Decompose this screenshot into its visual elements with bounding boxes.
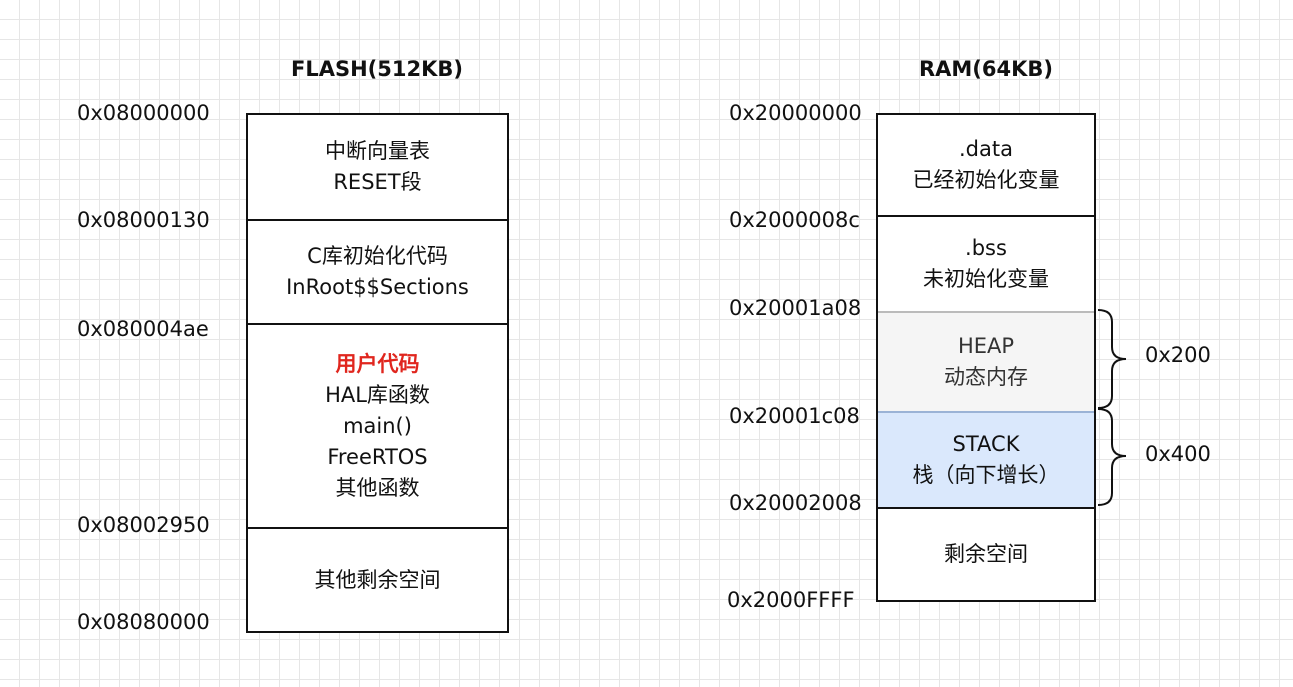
block-label: STACK xyxy=(952,432,1020,456)
block-label: 其他剩余空间 xyxy=(314,567,441,592)
block-label: InRoot$$Sections xyxy=(286,275,469,299)
flash-memory-map: 中断向量表 RESET段 C库初始化代码 InRoot$$Sections 用户… xyxy=(246,113,509,633)
heap-size-label: 0x200 xyxy=(1145,343,1211,367)
block-label: 栈（向下增长） xyxy=(912,463,1060,487)
ram-address-label: 0x2000008c xyxy=(729,208,860,232)
ram-title: RAM(64KB) xyxy=(918,57,1054,81)
ram-address-label: 0x20001a08 xyxy=(729,296,862,320)
block-label: 未初始化变量 xyxy=(923,267,1049,291)
block-label: .bss xyxy=(965,236,1007,260)
ram-address-label: 0x20000000 xyxy=(729,101,862,125)
ram-address-label: 0x2000FFFF xyxy=(727,588,855,612)
block-label: .data xyxy=(959,137,1013,161)
block-label: HAL库函数 xyxy=(325,382,430,407)
block-label: main() xyxy=(343,413,412,438)
ram-data-block: .data 已经初始化变量 xyxy=(878,115,1094,215)
block-label: RESET段 xyxy=(333,170,422,194)
block-label: 动态内存 xyxy=(944,365,1028,389)
heap-size-brace xyxy=(1097,309,1127,409)
ram-free-space-block: 剩余空间 xyxy=(878,507,1094,600)
flash-address-label: 0x08080000 xyxy=(77,610,210,634)
user-code-highlight: 用户代码 xyxy=(335,351,420,376)
flash-address-label: 0x08000130 xyxy=(77,208,210,232)
flash-address-label: 0x08002950 xyxy=(77,513,210,537)
block-label: 其他函数 xyxy=(335,475,420,500)
flash-c-lib-init-block: C库初始化代码 InRoot$$Sections xyxy=(248,219,507,323)
flash-user-code-block: 用户代码 HAL库函数 main() FreeRTOS 其他函数 xyxy=(248,323,507,527)
flash-vector-table-block: 中断向量表 RESET段 xyxy=(248,115,507,219)
ram-memory-map: .data 已经初始化变量 .bss 未初始化变量 HEAP 动态内存 STAC… xyxy=(876,113,1096,602)
flash-address-label: 0x08000000 xyxy=(77,101,210,125)
stack-size-label: 0x400 xyxy=(1145,442,1211,466)
block-label: HEAP xyxy=(957,334,1015,358)
ram-bss-block: .bss 未初始化变量 xyxy=(878,215,1094,311)
ram-address-label: 0x20001c08 xyxy=(729,404,860,428)
block-label: 剩余空间 xyxy=(944,542,1028,566)
block-label: 已经初始化变量 xyxy=(912,168,1060,192)
block-label: FreeRTOS xyxy=(327,444,428,469)
flash-title: FLASH(512KB) xyxy=(291,57,463,81)
flash-free-space-block: 其他剩余空间 xyxy=(248,527,507,631)
ram-heap-block: HEAP 动态内存 xyxy=(878,311,1094,411)
block-label: C库初始化代码 xyxy=(307,244,448,268)
flash-address-label: 0x080004ae xyxy=(77,317,209,341)
ram-stack-block: STACK 栈（向下增长） xyxy=(878,411,1094,507)
stack-size-brace xyxy=(1097,408,1127,506)
block-label: 中断向量表 xyxy=(325,139,430,163)
ram-address-label: 0x20002008 xyxy=(729,491,862,515)
